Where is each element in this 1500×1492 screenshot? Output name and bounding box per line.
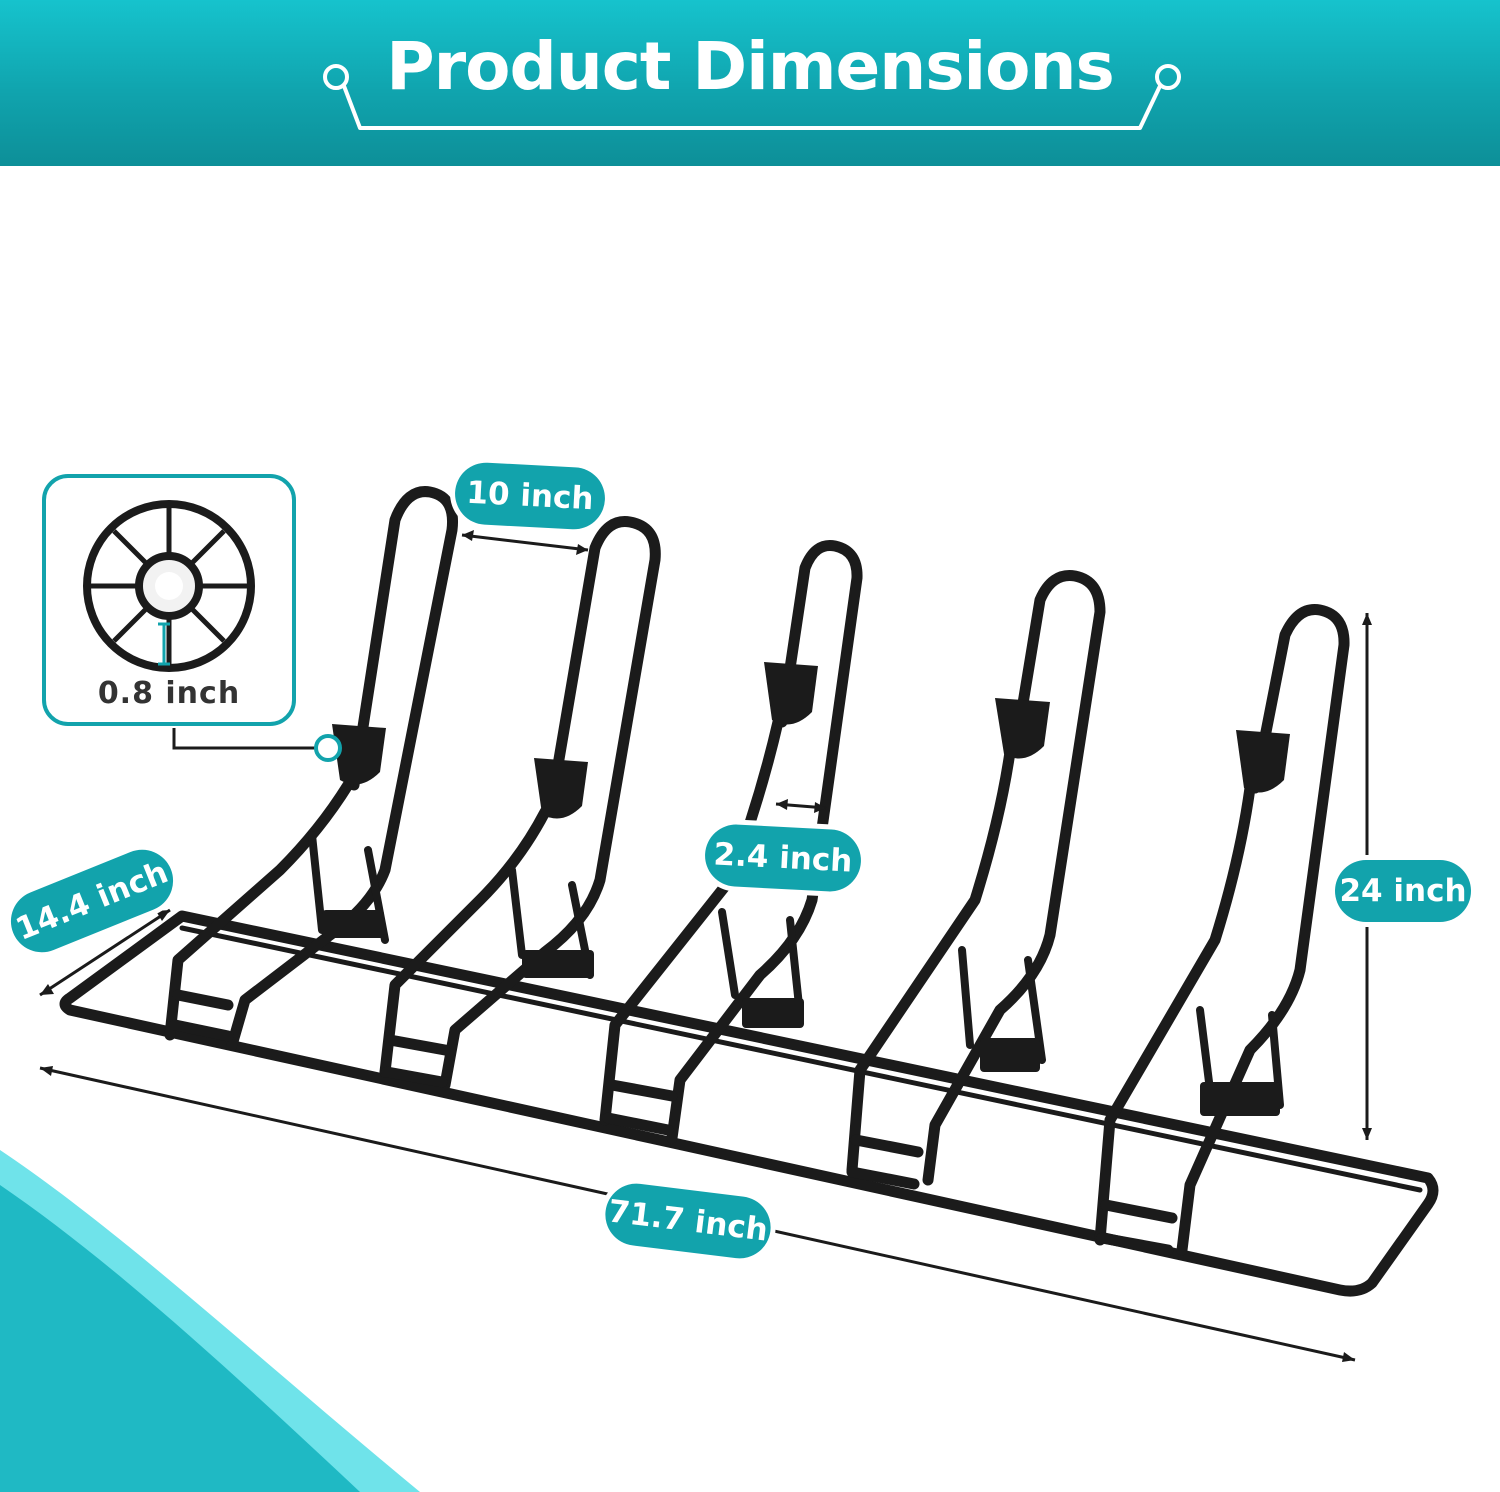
- tube-detail-callout: 0.8 inch: [42, 474, 296, 726]
- slot-4-hoop: [922, 570, 1106, 1186]
- rack-base-frame: [59, 910, 1439, 1297]
- banner-ornament: [323, 64, 1181, 130]
- gap-dimension-badge: 10 inch: [448, 455, 612, 537]
- slot-3-hoop: [666, 539, 863, 1144]
- slot-4-plate: [980, 1038, 1040, 1072]
- length-dimension-label: 71.7 inch: [601, 1180, 775, 1262]
- slot-dimension-badge: 2.4 inch: [698, 817, 868, 899]
- header-banner: Product Dimensions: [0, 0, 1500, 166]
- slot-3-plate: [742, 998, 804, 1028]
- gap-dimension-label: 10 inch: [453, 461, 607, 531]
- tube-callout-marker: [314, 734, 342, 762]
- slot-1-plate: [322, 910, 384, 938]
- slot-2-plate: [522, 950, 594, 978]
- height-dimension-label: 24 inch: [1335, 860, 1471, 922]
- slot-1-bumper: [332, 724, 386, 785]
- gap-arrow: [461, 533, 589, 552]
- slot-5-plate: [1200, 1082, 1280, 1116]
- depth-arrow: [39, 908, 171, 997]
- tube-cross-section-icon: [83, 500, 255, 672]
- slot-2-bumper: [534, 758, 588, 819]
- slot-4-bumper: [995, 698, 1050, 759]
- slot-3-bumper: [764, 662, 818, 725]
- page-title: Product Dimensions: [386, 28, 1115, 105]
- height-dimension-badge: 24 inch: [1330, 855, 1476, 927]
- slot-dimension-label: 2.4 inch: [703, 822, 863, 894]
- tube-diameter-label: 0.8 inch: [97, 676, 241, 711]
- slot-2-hoop: [439, 516, 661, 1091]
- slot-5-bumper: [1236, 730, 1290, 793]
